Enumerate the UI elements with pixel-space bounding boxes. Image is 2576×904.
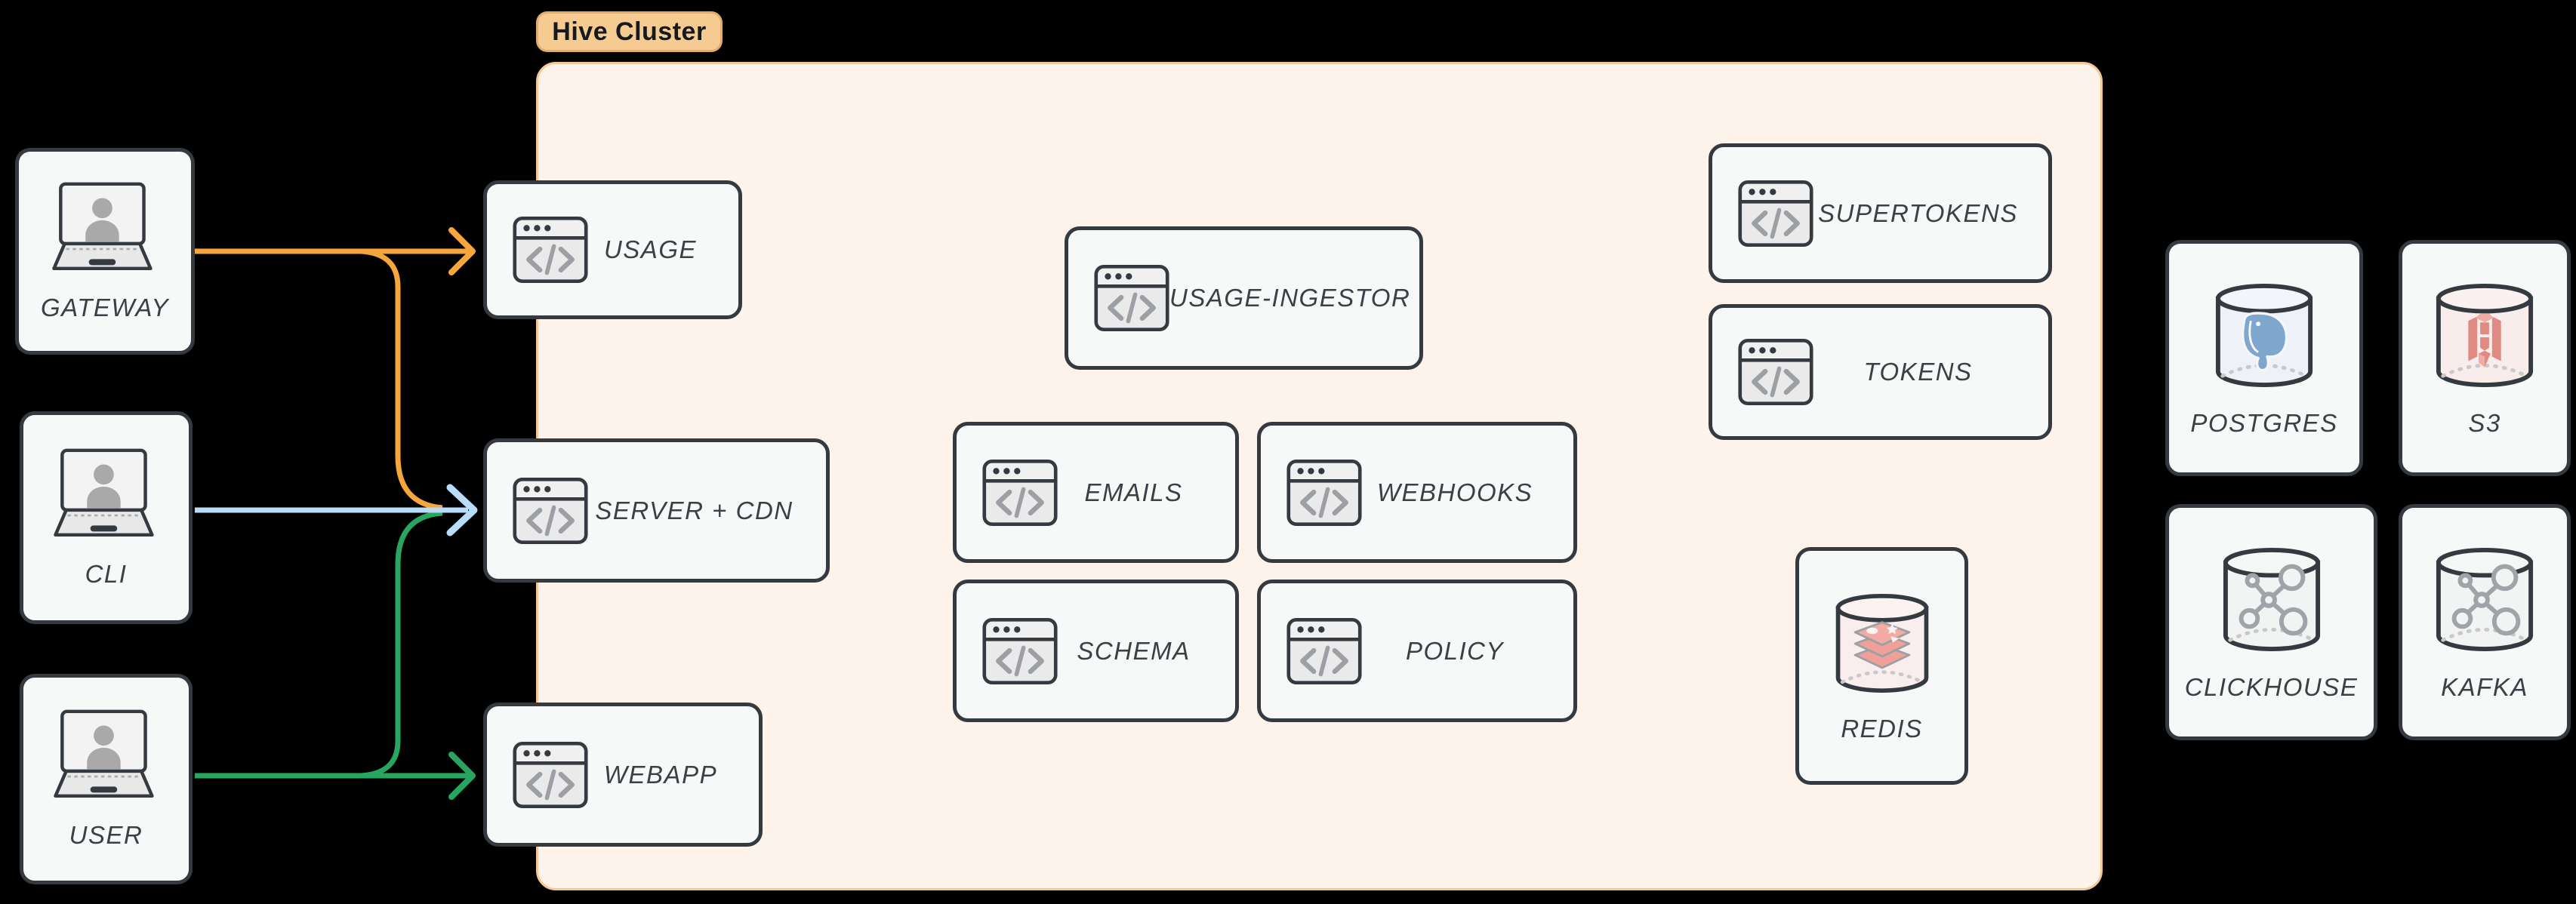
service-node-schema[interactable]: SCHEMA <box>953 580 1239 722</box>
service-node-supertokens[interactable]: SUPERTOKENS <box>1709 143 2052 283</box>
client-node-cli[interactable]: CLI <box>20 411 193 624</box>
service-node-usage[interactable]: USAGE <box>483 180 742 319</box>
service-node-label: USAGE <box>603 235 698 263</box>
service-node-label: SUPERTOKENS <box>1818 198 2018 227</box>
clickhouse-database-icon <box>2220 543 2324 655</box>
datastore-node-postgres[interactable]: POSTGRES <box>2165 240 2363 476</box>
code-window-icon <box>1286 617 1362 685</box>
service-node-label: TOKENS <box>1863 358 1973 386</box>
service-node-server-cdn[interactable]: SERVER + CDN <box>483 438 830 583</box>
edge-user-webapp <box>195 752 476 800</box>
edge-cli-servercdn <box>195 484 478 537</box>
edge-user-servercdn <box>360 510 443 779</box>
edge-gateway-usage <box>195 227 476 275</box>
edge-gateway-servercdn <box>360 248 443 511</box>
hive-cluster-tag: Hive Cluster <box>536 11 723 52</box>
service-node-webapp[interactable]: WEBAPP <box>483 703 763 847</box>
datastore-node-redis[interactable]: REDIS <box>1795 547 1968 785</box>
datastore-node-kafka[interactable]: KAFKA <box>2399 504 2571 740</box>
service-node-label: WEBHOOKS <box>1376 478 1533 506</box>
service-node-webhooks[interactable]: WEBHOOKS <box>1257 422 1577 563</box>
code-window-icon <box>1738 180 1813 248</box>
service-node-usage-ingestor[interactable]: USAGE-INGESTOR <box>1065 226 1423 370</box>
datastore-node-clickhouse[interactable]: CLICKHOUSE <box>2165 504 2377 740</box>
service-node-label: POLICY <box>1405 636 1505 665</box>
client-node-label: GATEWAY <box>40 293 170 321</box>
code-window-icon <box>513 741 588 809</box>
service-node-label: SERVER + CDN <box>595 496 793 524</box>
service-node-label: SCHEMA <box>1077 636 1191 665</box>
hive-cluster-label: Hive Cluster <box>552 17 707 46</box>
s3-database-icon <box>2433 279 2537 391</box>
service-node-emails[interactable]: EMAILS <box>953 422 1239 563</box>
code-window-icon <box>1094 264 1169 332</box>
code-window-icon <box>513 477 588 545</box>
datastore-node-label: POSTGRES <box>2190 408 2338 437</box>
datastore-node-label: CLICKHOUSE <box>2184 672 2359 701</box>
datastore-node-label: S3 <box>2468 408 2501 437</box>
service-node-label: USAGE-INGESTOR <box>1169 284 1411 312</box>
code-window-icon <box>1738 338 1813 406</box>
postgres-database-icon <box>2212 279 2316 391</box>
laptop-user-icon <box>46 447 167 542</box>
service-node-label: WEBAPP <box>603 760 718 789</box>
code-window-icon <box>513 216 588 284</box>
code-window-icon <box>1286 459 1362 527</box>
client-node-user[interactable]: USER <box>20 674 193 884</box>
client-node-gateway[interactable]: GATEWAY <box>15 148 195 355</box>
laptop-user-icon <box>45 181 165 275</box>
datastore-node-label: KAFKA <box>2441 672 2528 701</box>
code-window-icon <box>982 617 1058 685</box>
service-node-tokens[interactable]: TOKENS <box>1709 304 2052 440</box>
redis-database-icon <box>1832 589 1932 696</box>
laptop-user-icon <box>46 709 167 803</box>
service-node-policy[interactable]: POLICY <box>1257 580 1577 722</box>
client-node-label: USER <box>69 821 143 849</box>
datastore-node-s3[interactable]: S3 <box>2399 240 2571 476</box>
kafka-database-icon <box>2433 543 2537 655</box>
code-window-icon <box>982 459 1058 527</box>
service-node-label: EMAILS <box>1084 478 1183 506</box>
client-node-label: CLI <box>85 559 128 588</box>
datastore-node-label: REDIS <box>1841 714 1923 743</box>
